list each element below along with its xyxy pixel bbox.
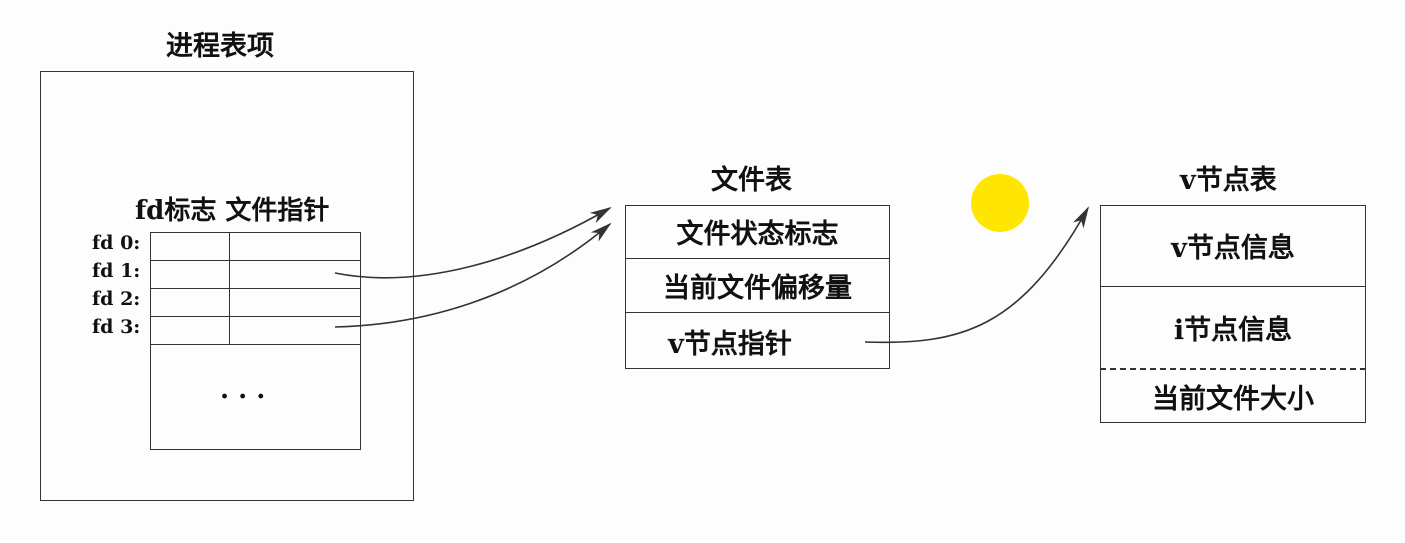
process-table-title: 进程表项 xyxy=(166,31,274,62)
inode-info-row: i节点信息 xyxy=(1100,287,1366,370)
fd-table-remainder xyxy=(150,344,361,450)
vnode-table-box xyxy=(1100,205,1366,423)
yellow-dot-marker xyxy=(971,174,1029,232)
file-table-title: 文件表 xyxy=(711,165,792,196)
fd-label-3: fd 3: xyxy=(92,316,141,338)
current-offset-row: 当前文件偏移量 xyxy=(625,259,890,313)
arrow-fd3-to-file-table xyxy=(334,222,612,328)
fd-label-1: fd 1: xyxy=(92,260,141,282)
file-status-flags-row: 文件状态标志 xyxy=(625,205,890,259)
arrow-fd1-to-file-table xyxy=(334,206,612,279)
arrow-vnode-pointer-to-vnode-table xyxy=(864,206,1089,344)
vnode-pointer-row: v节点指针 xyxy=(668,328,792,360)
fd-label-0: fd 0: xyxy=(92,232,141,254)
vnode-info-row: v节点信息 xyxy=(1100,205,1366,287)
vnode-table-title: v节点表 xyxy=(1180,165,1277,196)
current-file-size-row: 当前文件大小 xyxy=(1152,384,1314,415)
fd-table-ellipsis: · · · xyxy=(220,382,266,412)
file-table-box xyxy=(625,205,890,369)
fd-label-2: fd 2: xyxy=(92,288,141,310)
fd-column-header: fd标志 文件指针 xyxy=(135,196,330,226)
process-table-box xyxy=(40,71,414,501)
